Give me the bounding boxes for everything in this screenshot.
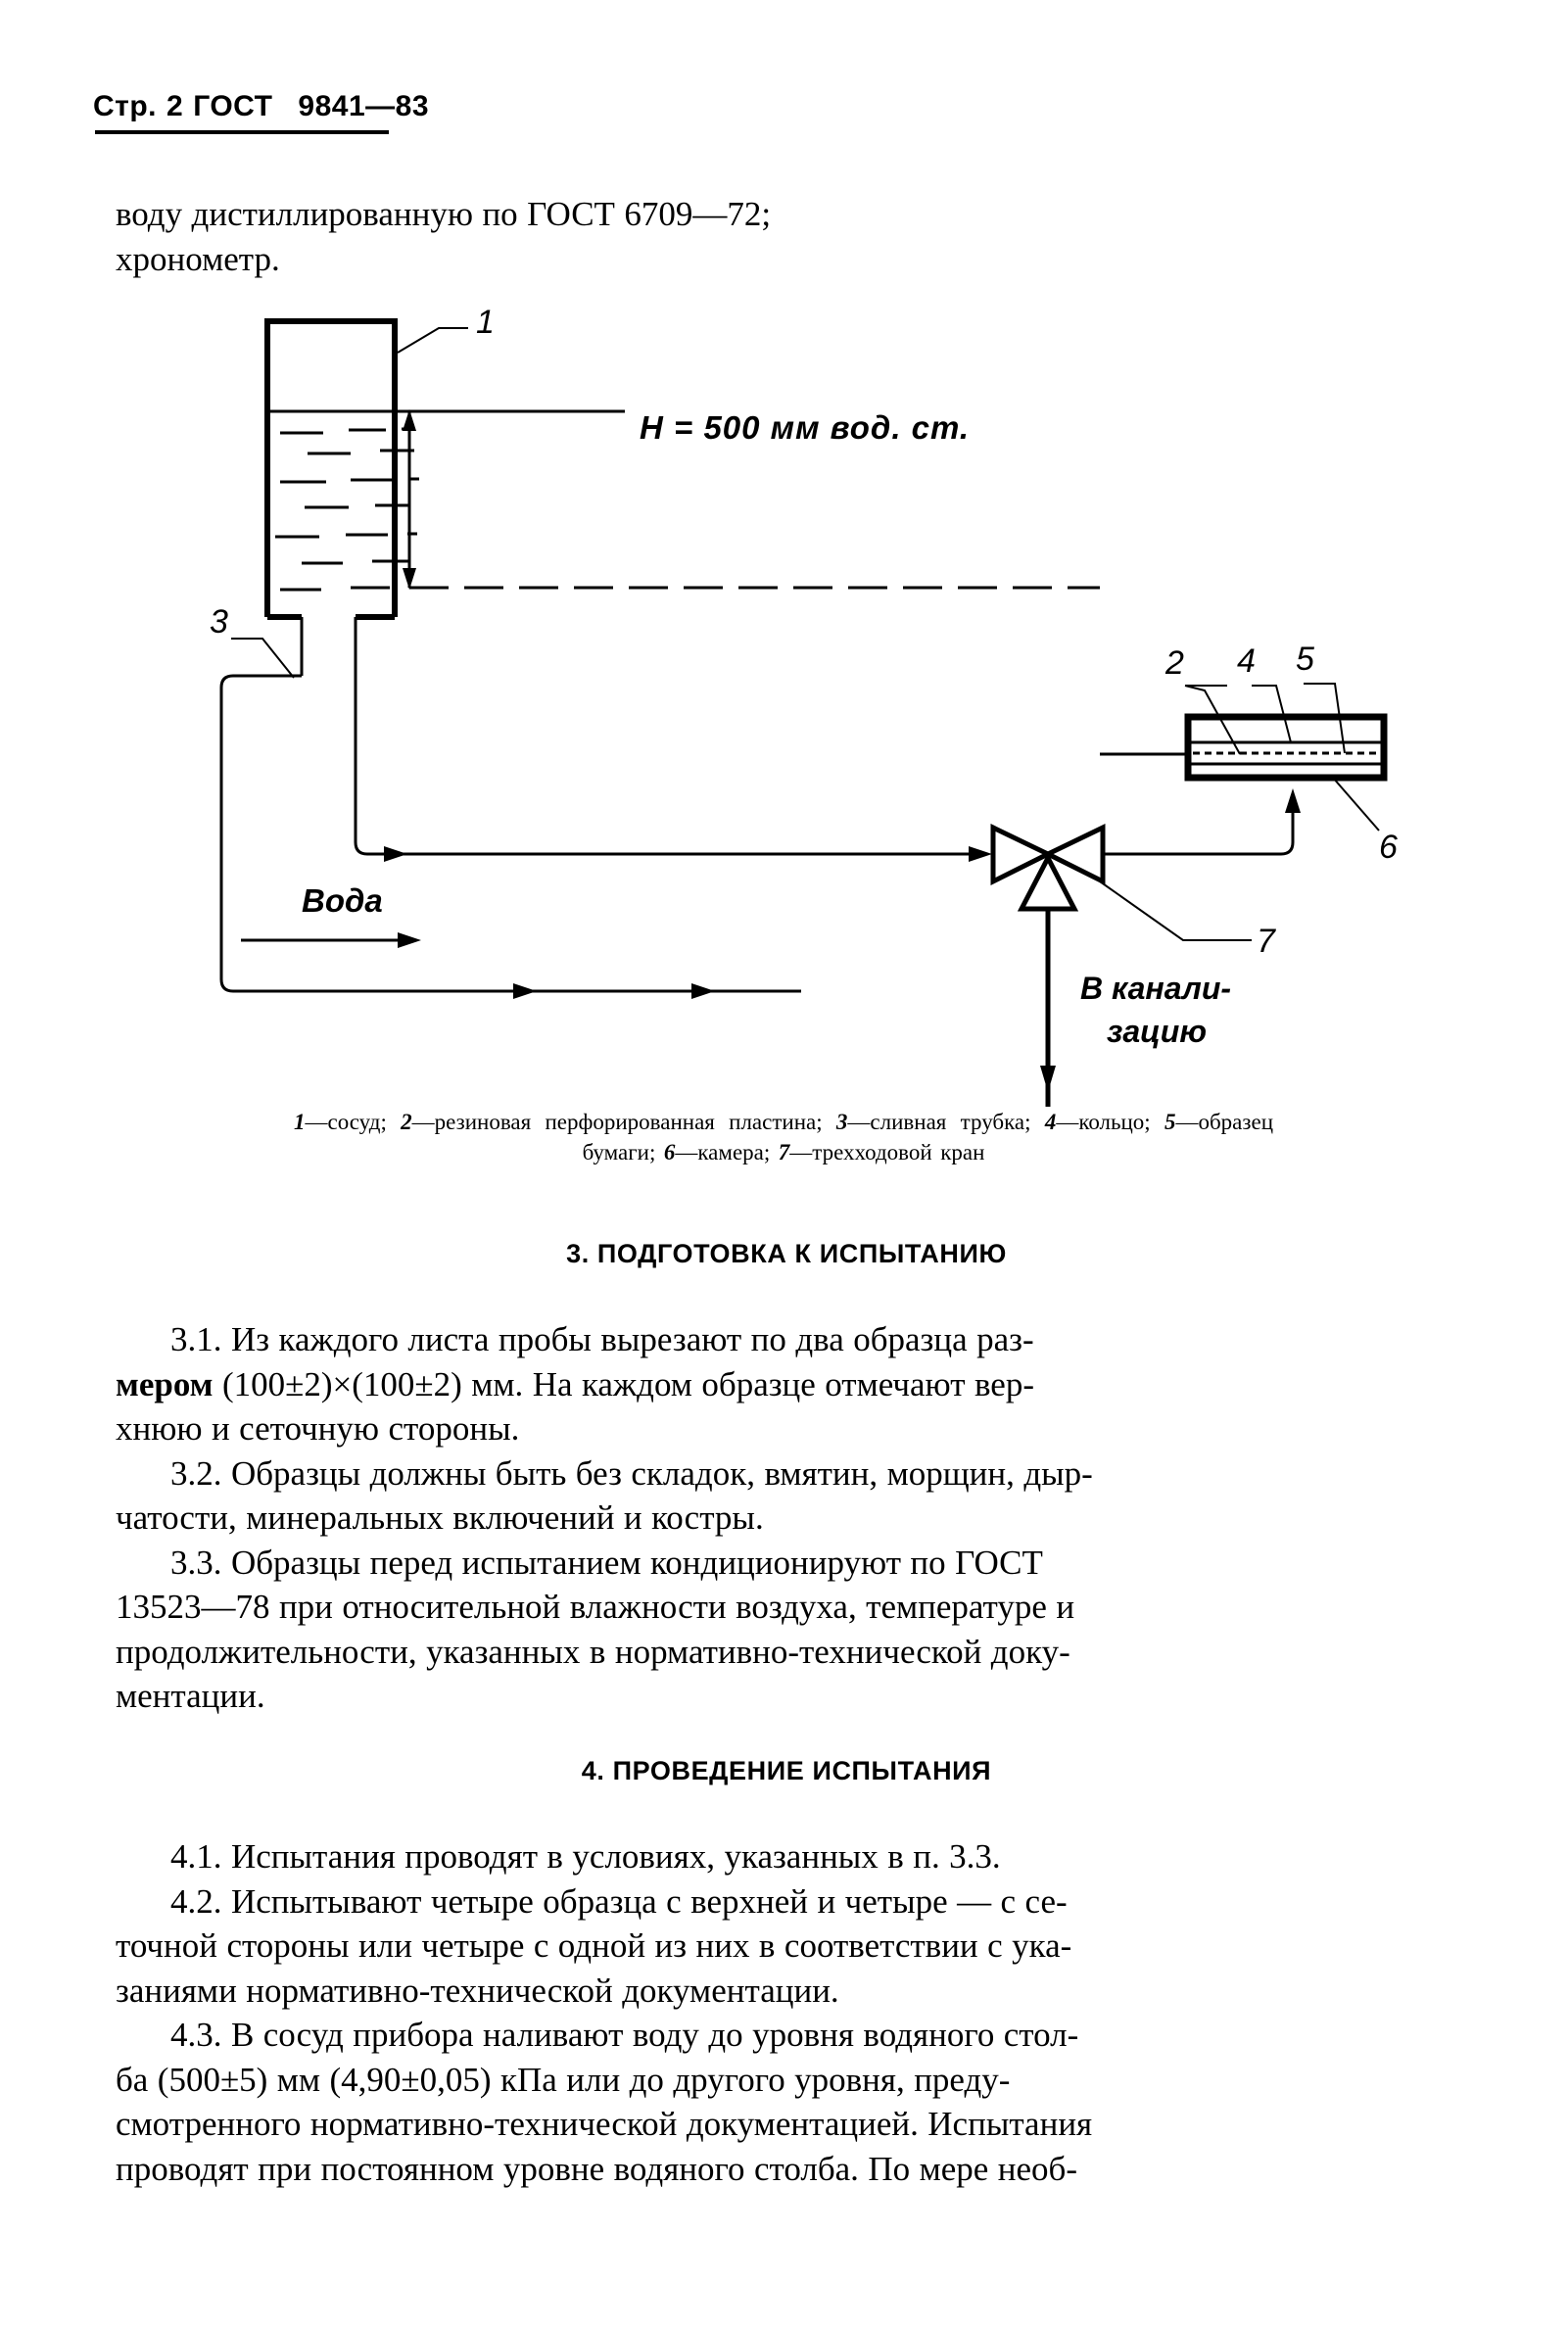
callout-label-6: 6 bbox=[1379, 829, 1398, 866]
paragraph-4-2: 4.2. Испытывают четыре образца с верхней… bbox=[116, 1879, 1457, 2014]
water-hatching bbox=[275, 427, 419, 592]
paragraph-3-2: 3.2. Образцы должны быть без складок, вм… bbox=[116, 1451, 1457, 1541]
p43-line3: смотренного нормативно-технической докум… bbox=[116, 2105, 1093, 2143]
callout-label-4: 4 bbox=[1237, 642, 1256, 680]
piping bbox=[219, 617, 977, 993]
chamber-inlet-arrow bbox=[1285, 788, 1301, 813]
caption-text: 1—сосуд; 2—резиновая перфорированная пла… bbox=[294, 1110, 1273, 1165]
caption-item-number: 3 bbox=[835, 1110, 848, 1134]
water-inlet-label: Вода bbox=[302, 882, 383, 919]
section-4-heading-block: 4. ПРОВЕДЕНИЕ ИСПЫТАНИЯ bbox=[116, 1756, 1457, 1786]
caption-item-number: 6 bbox=[663, 1140, 676, 1165]
p32-line2: чатости, минеральных включений и костры. bbox=[116, 1498, 764, 1537]
p43-line2: ба (500±5) мм (4,90±0,05) кПа или до дру… bbox=[116, 2060, 1011, 2099]
figure-caption: 1—сосуд; 2—резиновая перфорированная пла… bbox=[294, 1107, 1273, 1168]
p33-line3: продолжительности, указанных в нормативн… bbox=[116, 1632, 1070, 1671]
callout-leader-1 bbox=[397, 327, 468, 354]
section-3-body: 3.1. Из каждого листа пробы вырезают по … bbox=[116, 1317, 1457, 1719]
paragraph-3-3: 3.3. Образцы перед испытанием кондициони… bbox=[116, 1541, 1457, 1719]
apparatus-diagram: 1 3 2 4 5 6 7 H = 500 мм вод. ст. Вода В… bbox=[116, 294, 1457, 1107]
callout-leader-6 bbox=[1332, 777, 1380, 832]
page-header: Стр.2 ГОСТ 9841—83 bbox=[93, 90, 429, 123]
p43-line1: 4.3. В сосуд прибора наливают воду до ур… bbox=[170, 2016, 1079, 2054]
callout-leader-5 bbox=[1304, 683, 1346, 754]
callout-label-2: 2 bbox=[1164, 644, 1184, 682]
callout-leader-3 bbox=[231, 638, 295, 679]
flow-arrows bbox=[384, 846, 992, 999]
header-divider bbox=[95, 130, 389, 134]
intro-line-1: воду дистиллированную по ГОСТ 6709—72; bbox=[116, 195, 772, 233]
height-dimension-label: H = 500 мм вод. ст. bbox=[640, 409, 970, 446]
drain-label-line-1: В канали- bbox=[1080, 971, 1231, 1006]
p43-line4: проводят при постоянном уровне водяного … bbox=[116, 2149, 1077, 2188]
intro-line-2: хронометр. bbox=[116, 239, 280, 278]
caption-item-number: 7 bbox=[778, 1140, 790, 1165]
callout-label-7: 7 bbox=[1257, 923, 1276, 960]
p31-line1: 3.1. Из каждого листа пробы вырезают по … bbox=[170, 1320, 1034, 1358]
p31-line2: (100±2)×(100±2) мм. На каждом образце от… bbox=[213, 1364, 1034, 1403]
section-4-heading: 4. ПРОВЕДЕНИЕ ИСПЫТАНИЯ bbox=[581, 1756, 992, 1785]
vessel-outline bbox=[264, 318, 398, 617]
caption-item-number: 1 bbox=[294, 1110, 306, 1134]
drain-label-line-2: зацию bbox=[1107, 1014, 1207, 1049]
paragraph-4-3: 4.3. В сосуд прибора наливают воду до ур… bbox=[116, 2013, 1457, 2191]
callout-leader-4 bbox=[1252, 685, 1292, 743]
measuring-chamber bbox=[1100, 713, 1388, 782]
caption-item-number: 5 bbox=[1164, 1110, 1176, 1134]
header-standard: ГОСТ bbox=[193, 90, 273, 122]
drain-arrow bbox=[1040, 930, 1056, 1092]
p31-bold-run: мером bbox=[116, 1364, 214, 1403]
p33-line4: ментации. bbox=[116, 1677, 265, 1715]
p41-line1: 4.1. Испытания проводят в условиях, указ… bbox=[170, 1837, 1001, 1876]
p42-line3: заниями нормативно-технической документа… bbox=[116, 1971, 839, 2010]
valve-to-chamber-line bbox=[1103, 803, 1295, 856]
header-standard-number: 9841—83 bbox=[298, 90, 430, 122]
p42-line2: точной стороны или четыре с одной из них… bbox=[116, 1926, 1072, 1965]
paragraph-4-1: 4.1. Испытания проводят в условиях, указ… bbox=[116, 1834, 1457, 1879]
height-dimension bbox=[403, 409, 416, 590]
apparatus-schematic-svg: 1 3 2 4 5 6 7 H = 500 мм вод. ст. Вода В… bbox=[210, 304, 1398, 1107]
section-3-heading: 3. ПОДГОТОВКА К ИСПЫТАНИЮ bbox=[566, 1239, 1007, 1268]
header-page-label: Стр. bbox=[93, 90, 158, 122]
caption-item-number: 4 bbox=[1044, 1110, 1057, 1134]
p33-line2: 13523—78 при относительной влажности воз… bbox=[116, 1588, 1075, 1626]
callout-label-1: 1 bbox=[476, 304, 495, 341]
caption-item-number: 2 bbox=[401, 1110, 412, 1134]
paragraph-3-1: 3.1. Из каждого листа пробы вырезают по … bbox=[116, 1317, 1457, 1451]
p42-line1: 4.2. Испытывают четыре образца с верхней… bbox=[170, 1881, 1068, 1921]
callout-leader-2b bbox=[1184, 685, 1241, 755]
p31-line3: хнюю и сеточную стороны. bbox=[116, 1409, 520, 1448]
callout-label-5: 5 bbox=[1296, 641, 1314, 678]
callout-label-3: 3 bbox=[210, 603, 228, 641]
intro-block: воду дистиллированную по ГОСТ 6709—72; х… bbox=[116, 192, 1457, 281]
p33-line1: 3.3. Образцы перед испытанием кондициони… bbox=[170, 1543, 1043, 1582]
callout-leader-7 bbox=[1099, 880, 1252, 941]
p32-line1: 3.2. Образцы должны быть без складок, вм… bbox=[170, 1453, 1093, 1493]
water-inlet-arrow bbox=[241, 932, 421, 948]
header-page-number: 2 bbox=[166, 90, 184, 122]
section-4-body: 4.1. Испытания проводят в условиях, указ… bbox=[116, 1834, 1457, 2191]
section-3-heading-block: 3. ПОДГОТОВКА К ИСПЫТАНИЮ bbox=[116, 1239, 1457, 1269]
